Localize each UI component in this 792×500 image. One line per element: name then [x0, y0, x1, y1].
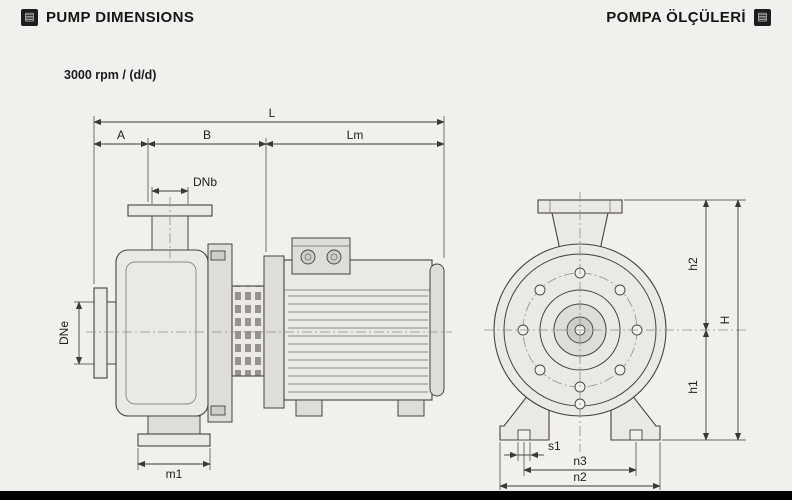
page-header: ▤ PUMP DIMENSIONS POMPA ÖLÇÜLERİ ▤	[0, 9, 792, 29]
rpm-subtitle: 3000 rpm / (d/d)	[64, 68, 157, 82]
dim-label-B: B	[203, 128, 211, 142]
foot-slot-left	[517, 429, 531, 441]
pump-side-view	[86, 197, 452, 447]
dim-label-h2: h2	[686, 257, 700, 271]
dim-label-L: L	[269, 106, 276, 120]
pump-support-foot	[137, 415, 211, 447]
dimension-A-B-Lm: A B Lm	[93, 128, 445, 252]
dimension-n3: n3	[523, 442, 637, 476]
document-icon-glyph: ▤	[24, 11, 35, 23]
dimension-DNb: DNb	[151, 175, 217, 204]
fan-cover	[429, 263, 445, 397]
coupling-guard	[231, 285, 265, 377]
page-title-en: PUMP DIMENSIONS	[46, 9, 195, 26]
pump-casing-side	[115, 243, 233, 423]
dim-label-Lm: Lm	[347, 128, 364, 142]
dim-label-A: A	[117, 128, 125, 142]
dim-label-n3: n3	[573, 454, 587, 468]
motor-foot-rear	[397, 399, 425, 417]
document-icon: ▤	[21, 9, 38, 26]
footer-bar	[0, 491, 792, 500]
dimension-n2: n2	[499, 442, 661, 490]
dimension-m1: m1	[137, 448, 211, 481]
foot-slot-right	[629, 429, 643, 441]
terminal-box	[291, 237, 351, 275]
dimension-DNe: DNe	[57, 301, 94, 365]
page-title-tr: POMPA ÖLÇÜLERİ	[606, 9, 746, 26]
dim-label-n2: n2	[573, 470, 587, 484]
dimension-h2: h2	[624, 199, 746, 331]
dim-label-DNb: DNb	[193, 175, 217, 189]
document-icon-glyph: ▤	[757, 11, 768, 23]
document-icon: ▤	[754, 9, 771, 26]
dim-label-s1: s1	[548, 439, 561, 453]
dimension-s1: s1	[504, 439, 561, 461]
dim-label-m1: m1	[166, 467, 183, 481]
dimension-H: H	[718, 199, 742, 441]
dimension-h1: h1	[662, 329, 746, 441]
dim-label-DNe: DNe	[57, 321, 71, 345]
suction-flange	[93, 287, 117, 379]
motor-fins	[288, 295, 428, 393]
dimension-lines: L A B Lm DNb DNe m1	[57, 106, 746, 490]
pump-front-view	[484, 192, 748, 452]
dim-label-H: H	[718, 316, 732, 325]
motor-foot-front	[295, 399, 323, 417]
motor	[263, 237, 445, 417]
dim-label-h1: h1	[686, 380, 700, 394]
